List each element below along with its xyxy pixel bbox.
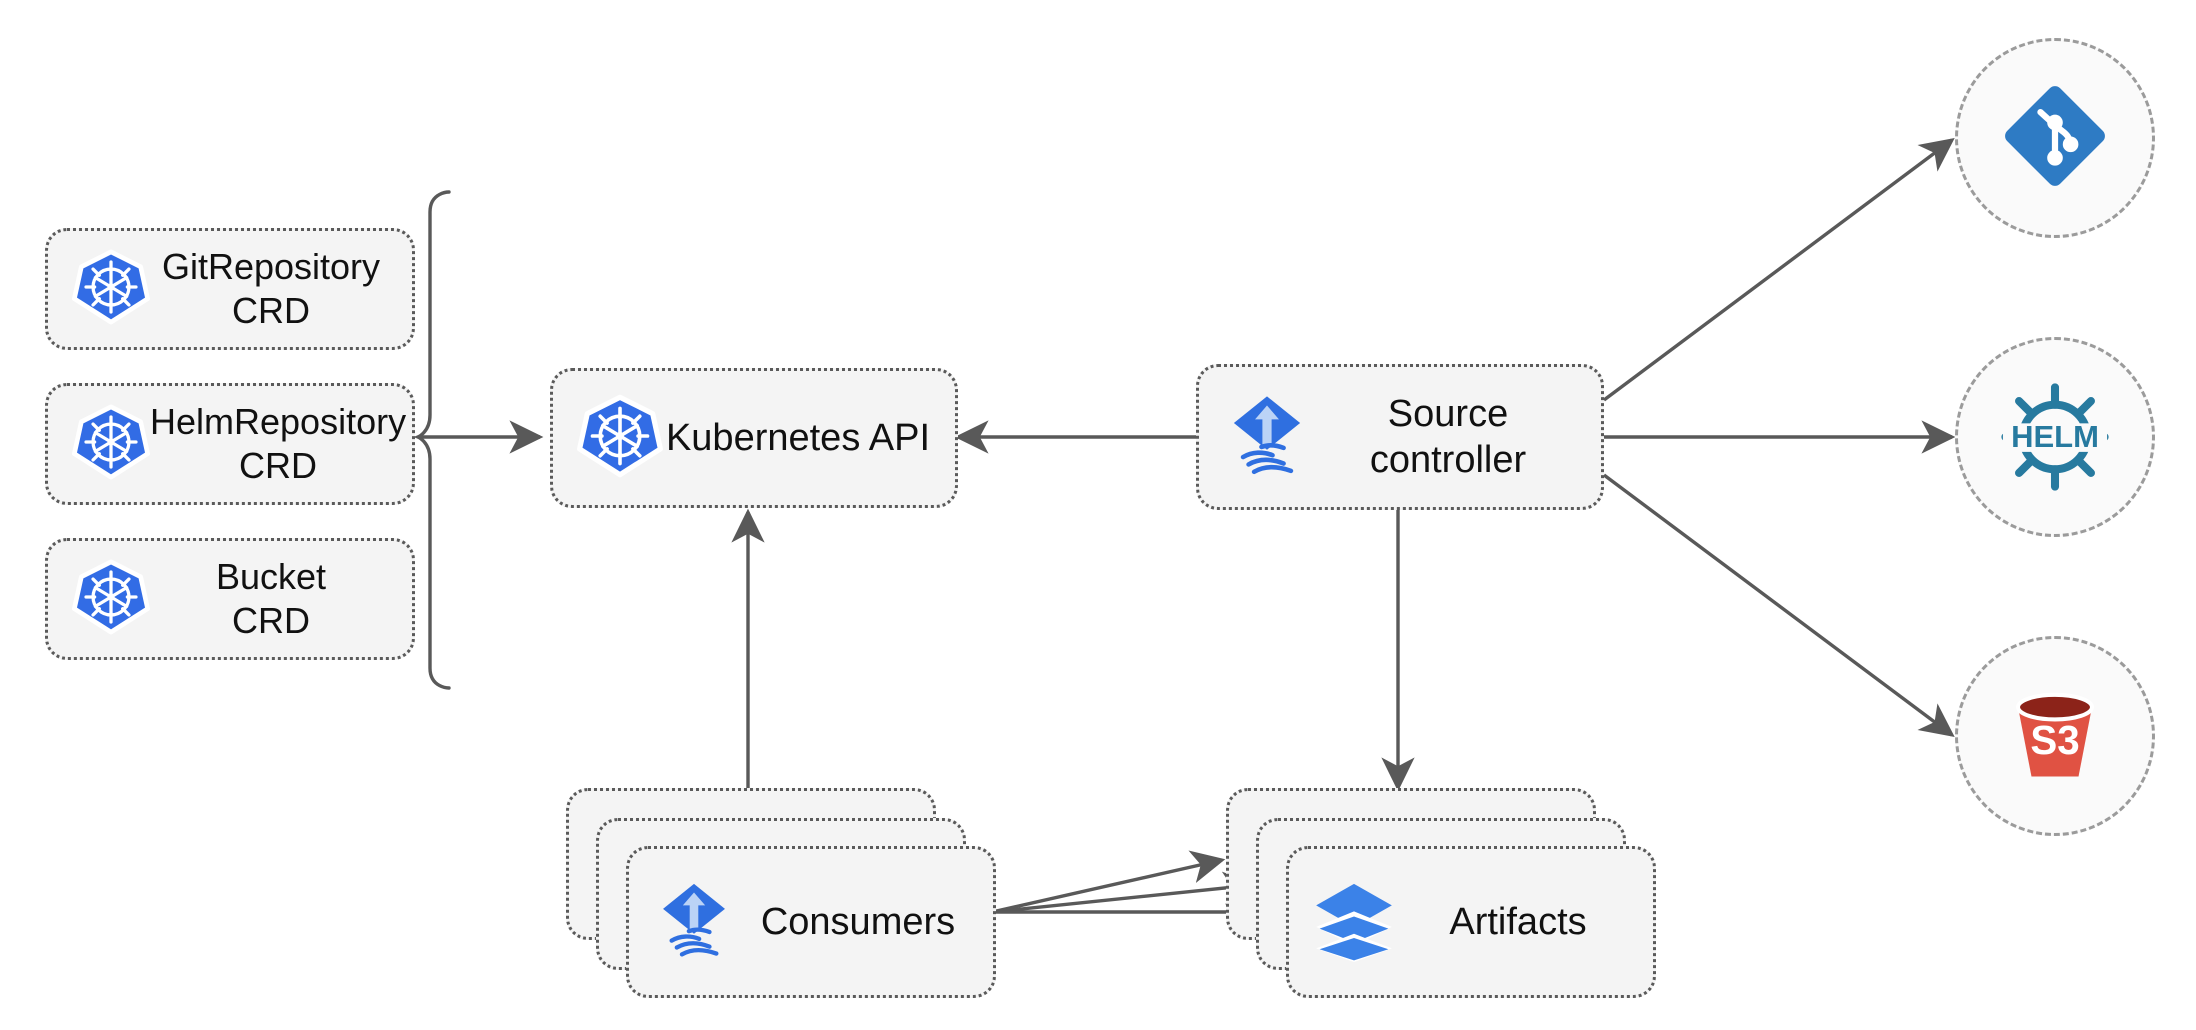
artifacts-stack-card-front[interactable]: Artifacts [1286,846,1656,998]
helm-icon: HELM [1993,375,2117,499]
kubernetes-icon [72,248,150,331]
edge-consumers-to-artifacts-2 [991,871,1258,914]
crd-card-helmrepository[interactable]: HelmRepository CRD [45,383,415,505]
s3-label: S3 [2030,717,2079,763]
crd-label: GitRepository CRD [161,246,381,331]
node-kubernetes-api[interactable]: Kubernetes API [550,368,958,508]
consumers-stack-card-front[interactable]: Consumers [626,846,996,998]
external-source-s3[interactable]: S3 [1955,636,2155,836]
layers-icon [1311,877,1397,968]
node-source-controller[interactable]: Source controller [1196,364,1604,510]
node-label: Source controller [1369,392,1527,481]
crd-card-bucket[interactable]: Bucket CRD [45,538,415,660]
crd-label: Bucket CRD [215,556,327,641]
flux-icon [651,877,737,968]
crd-card-gitrepository[interactable]: GitRepository CRD [45,228,415,350]
helm-label: HELM [2011,419,2099,454]
flux-icon [1221,389,1313,486]
kubernetes-icon [72,558,150,641]
external-source-helm[interactable]: HELM [1955,337,2155,537]
node-artifacts[interactable]: Artifacts [1226,788,1666,1000]
kubernetes-icon [577,393,663,484]
node-label: Kubernetes API [665,416,931,459]
external-source-git[interactable] [1955,38,2155,238]
s3-icon: S3 [1999,678,2111,795]
edge-sourcecontroller-to-git [1602,137,1955,402]
edge-consumers-to-artifacts-1 [991,850,1226,914]
node-consumers[interactable]: Consumers [566,788,1006,1000]
node-label: Consumers [760,900,956,943]
edge-sourcecontroller-to-s3 [1602,473,1955,738]
crd-group-bracket [413,190,451,690]
node-label: Artifacts [1449,900,1587,943]
git-icon [2003,84,2107,193]
kubernetes-icon [72,403,150,486]
crd-label: HelmRepository CRD [150,401,407,486]
